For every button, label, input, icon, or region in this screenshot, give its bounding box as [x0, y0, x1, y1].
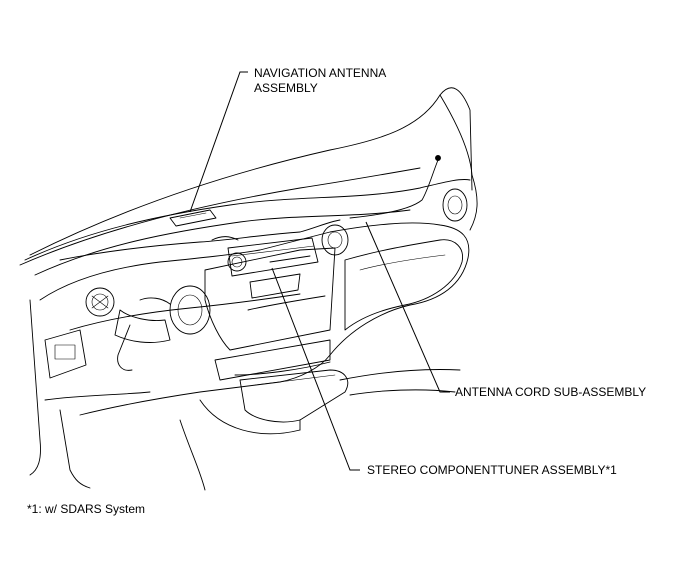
left-lower-panel: [44, 329, 87, 379]
steering-column: [114, 309, 171, 343]
stereo-tuner-label: STEREO COMPONENTTUNER ASSEMBLY*1: [367, 463, 617, 477]
a-pillar: [439, 94, 478, 231]
nav-antenna-leader: [189, 71, 248, 213]
windshield-lower-line: [19, 167, 421, 266]
nav-antenna-label-line1: NAVIGATION ANTENNA: [254, 66, 387, 80]
footnote: *1: w/ SDARS System: [27, 502, 146, 516]
stereo-tuner-leader: [271, 267, 360, 471]
center-stack: [204, 247, 336, 351]
center-vent: [321, 224, 349, 256]
antenna-cord: [349, 159, 439, 219]
audio-unit-top: [227, 237, 319, 277]
nav-antenna: [169, 209, 217, 227]
right-vent: [442, 188, 468, 222]
antenna-cord-label: ANTENNA CORD SUB-ASSEMBLY: [455, 385, 647, 399]
dash-upper-ridge: [59, 231, 301, 261]
glove-box: [344, 239, 463, 331]
windshield-upper-line: [29, 87, 473, 256]
console-bin: [239, 369, 349, 423]
dash-top-inner: [34, 209, 411, 276]
antenna-cord-leader: [365, 221, 450, 393]
left-vent: [85, 287, 115, 317]
dash-face: [39, 222, 470, 416]
dash-top: [24, 179, 471, 261]
tuner-knob: [227, 252, 247, 272]
dash-lower-edge: [69, 293, 301, 331]
nav-antenna-label-line2: ASSEMBLY: [254, 81, 318, 95]
